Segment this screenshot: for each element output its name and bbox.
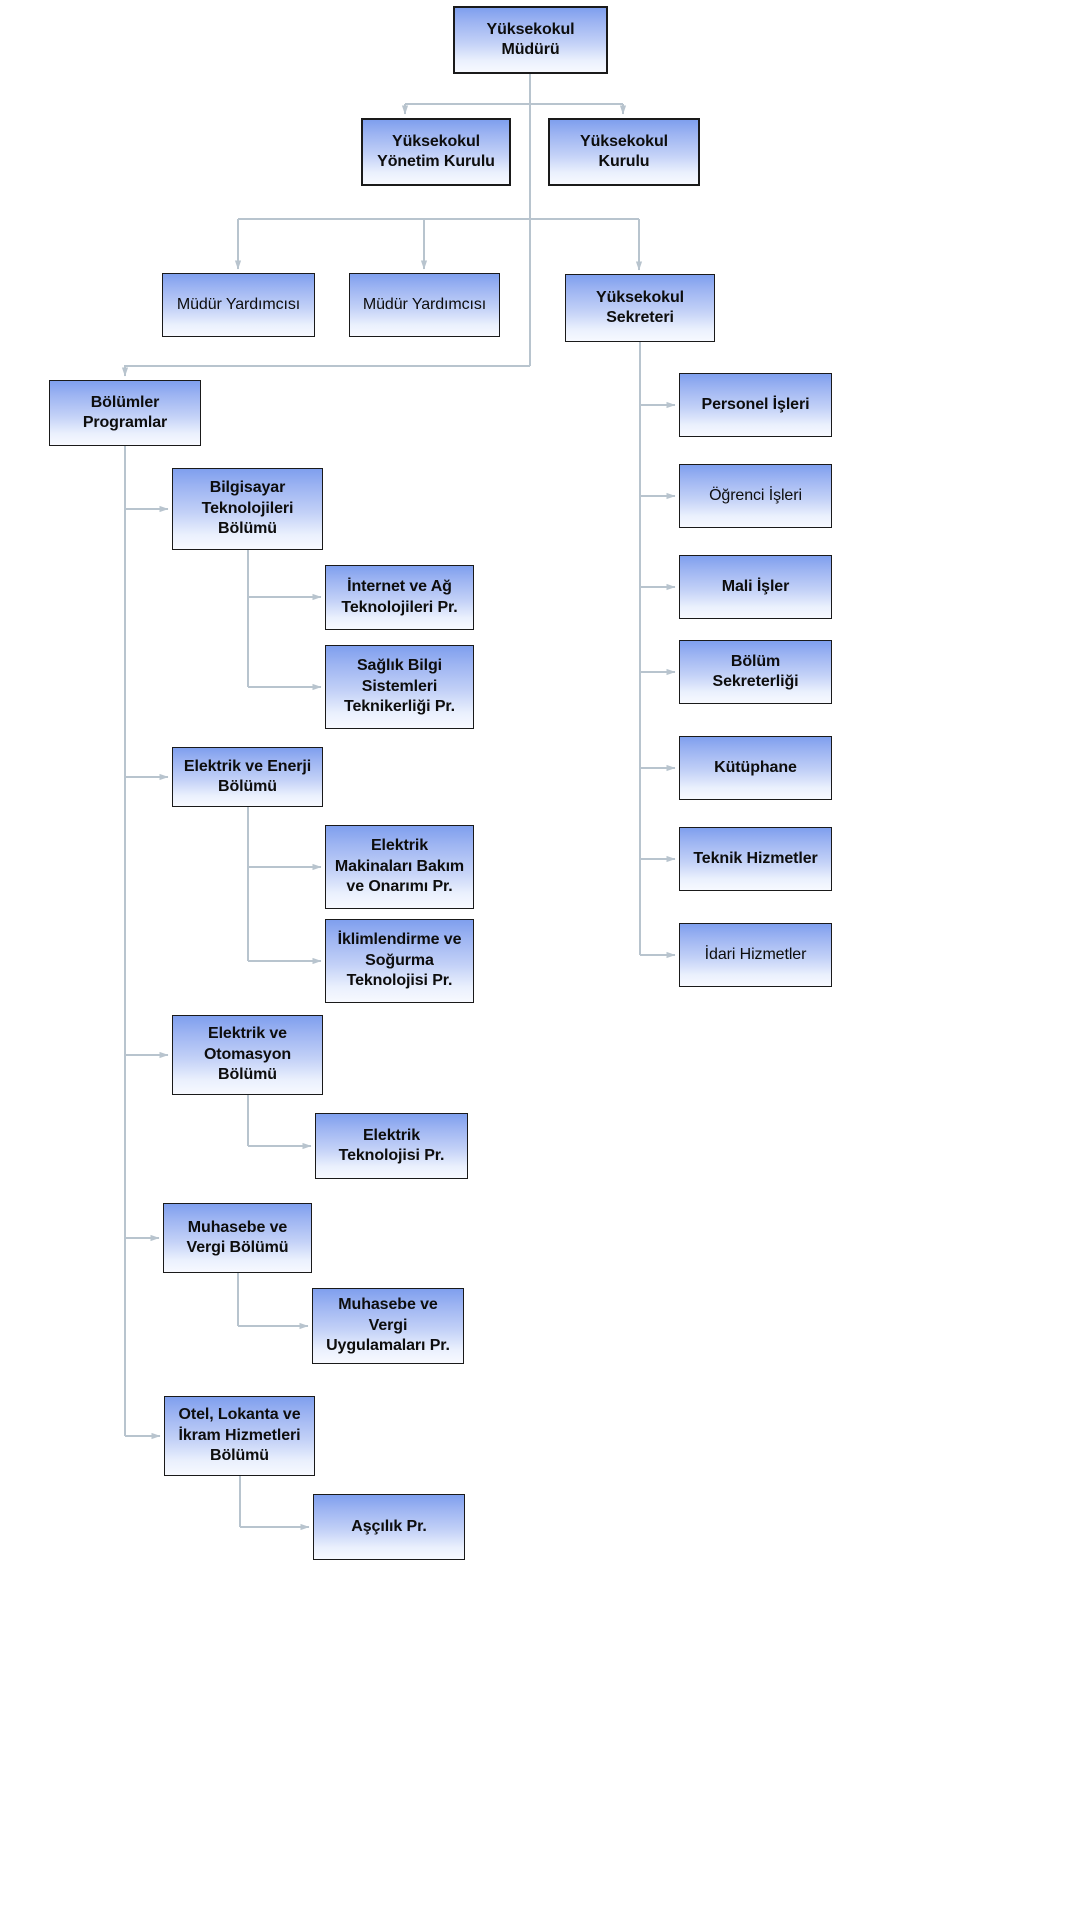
node-label-iklim_pr: İklimlendirme ve Soğurma Teknolojisi Pr.	[337, 931, 462, 990]
node-bolumler[interactable]: Bölümler Programlar	[49, 380, 201, 446]
node-sekreter[interactable]: Yüksekokul Sekreteri	[565, 274, 715, 342]
node-bilgisayar_bol[interactable]: Bilgisayar Teknolojileri Bölümü	[172, 468, 323, 550]
node-mud_yard_2[interactable]: Müdür Yardımcısı	[349, 273, 500, 337]
node-label-makina_pr: Elektrik Makinaları Bakım ve Onarımı Pr.	[334, 837, 465, 896]
node-mudur[interactable]: Yüksekokul Müdürü	[453, 6, 608, 74]
node-label-idari_hizmetler: İdari Hizmetler	[704, 945, 807, 963]
node-label-mud_yard_2: Müdür Yardımcısı	[362, 295, 487, 313]
node-label-ascilik_pr: Aşçılık Pr.	[351, 1517, 427, 1535]
node-otel_bol[interactable]: Otel, Lokanta ve İkram Hizmetleri Bölümü	[164, 1396, 315, 1476]
node-label-mali_isler: Mali İşler	[721, 577, 790, 595]
node-elektrik_otom[interactable]: Elektrik ve Otomasyon Bölümü	[172, 1015, 323, 1095]
node-label-elektrik_enerji: Elektrik ve Enerji Bölümü	[183, 757, 312, 795]
node-saglik_pr[interactable]: Sağlık Bilgi Sistemleri Teknikerliği Pr.	[325, 645, 474, 729]
node-makina_pr[interactable]: Elektrik Makinaları Bakım ve Onarımı Pr.	[325, 825, 474, 909]
node-iklim_pr[interactable]: İklimlendirme ve Soğurma Teknolojisi Pr.	[325, 919, 474, 1003]
node-kutuphane[interactable]: Kütüphane	[679, 736, 832, 800]
node-label-kurul: Yüksekokul Kurulu	[580, 132, 668, 170]
node-label-elektrik_otom: Elektrik ve Otomasyon Bölümü	[203, 1025, 292, 1084]
node-internet_pr[interactable]: İnternet ve Ağ Teknolojileri Pr.	[325, 565, 474, 630]
node-yonetim_kurulu[interactable]: Yüksekokul Yönetim Kurulu	[361, 118, 511, 186]
node-label-kutuphane: Kütüphane	[714, 758, 797, 776]
node-label-bolumler: Bölümler Programlar	[82, 393, 168, 431]
node-elektrik_tek_pr[interactable]: Elektrik Teknolojisi Pr.	[315, 1113, 468, 1179]
node-label-saglik_pr: Sağlık Bilgi Sistemleri Teknikerliği Pr.	[343, 657, 456, 716]
node-elektrik_enerji[interactable]: Elektrik ve Enerji Bölümü	[172, 747, 323, 807]
node-label-personel_isleri: Personel İşleri	[701, 395, 810, 413]
node-muhasebe_pr[interactable]: Muhasebe ve Vergi Uygulamaları Pr.	[312, 1288, 464, 1364]
node-label-teknik_hizmetler: Teknik Hizmetler	[693, 849, 818, 867]
node-label-muhasebe_bol: Muhasebe ve Vergi Bölümü	[186, 1218, 289, 1256]
node-personel_isleri[interactable]: Personel İşleri	[679, 373, 832, 437]
node-kurul[interactable]: Yüksekokul Kurulu	[548, 118, 700, 186]
node-label-internet_pr: İnternet ve Ağ Teknolojileri Pr.	[341, 578, 458, 616]
node-ogrenci_isleri[interactable]: Öğrenci İşleri	[679, 464, 832, 528]
node-label-otel_bol: Otel, Lokanta ve İkram Hizmetleri Bölümü	[178, 1406, 301, 1465]
node-label-bolum_sekreter: Bölüm Sekreterliği	[712, 652, 799, 690]
node-label-mud_yard_1: Müdür Yardımcısı	[176, 295, 301, 313]
node-label-muhasebe_pr: Muhasebe ve Vergi Uygulamaları Pr.	[326, 1296, 450, 1355]
node-label-sekreter: Yüksekokul Sekreteri	[596, 288, 684, 326]
node-label-yonetim_kurulu: Yüksekokul Yönetim Kurulu	[377, 132, 495, 170]
node-label-bilgisayar_bol: Bilgisayar Teknolojileri Bölümü	[201, 479, 294, 538]
node-bolum_sekreter[interactable]: Bölüm Sekreterliği	[679, 640, 832, 704]
node-mali_isler[interactable]: Mali İşler	[679, 555, 832, 619]
node-teknik_hizmetler[interactable]: Teknik Hizmetler	[679, 827, 832, 891]
node-muhasebe_bol[interactable]: Muhasebe ve Vergi Bölümü	[163, 1203, 312, 1273]
connector-bolumler-feed	[121, 365, 530, 377]
node-label-elektrik_tek_pr: Elektrik Teknolojisi Pr.	[338, 1126, 445, 1164]
node-ascilik_pr[interactable]: Aşçılık Pr.	[313, 1494, 465, 1560]
node-label-ogrenci_isleri: Öğrenci İşleri	[709, 486, 802, 504]
node-idari_hizmetler[interactable]: İdari Hizmetler	[679, 923, 832, 987]
node-mud_yard_1[interactable]: Müdür Yardımcısı	[162, 273, 315, 337]
node-label-mudur: Yüksekokul Müdürü	[486, 20, 575, 58]
